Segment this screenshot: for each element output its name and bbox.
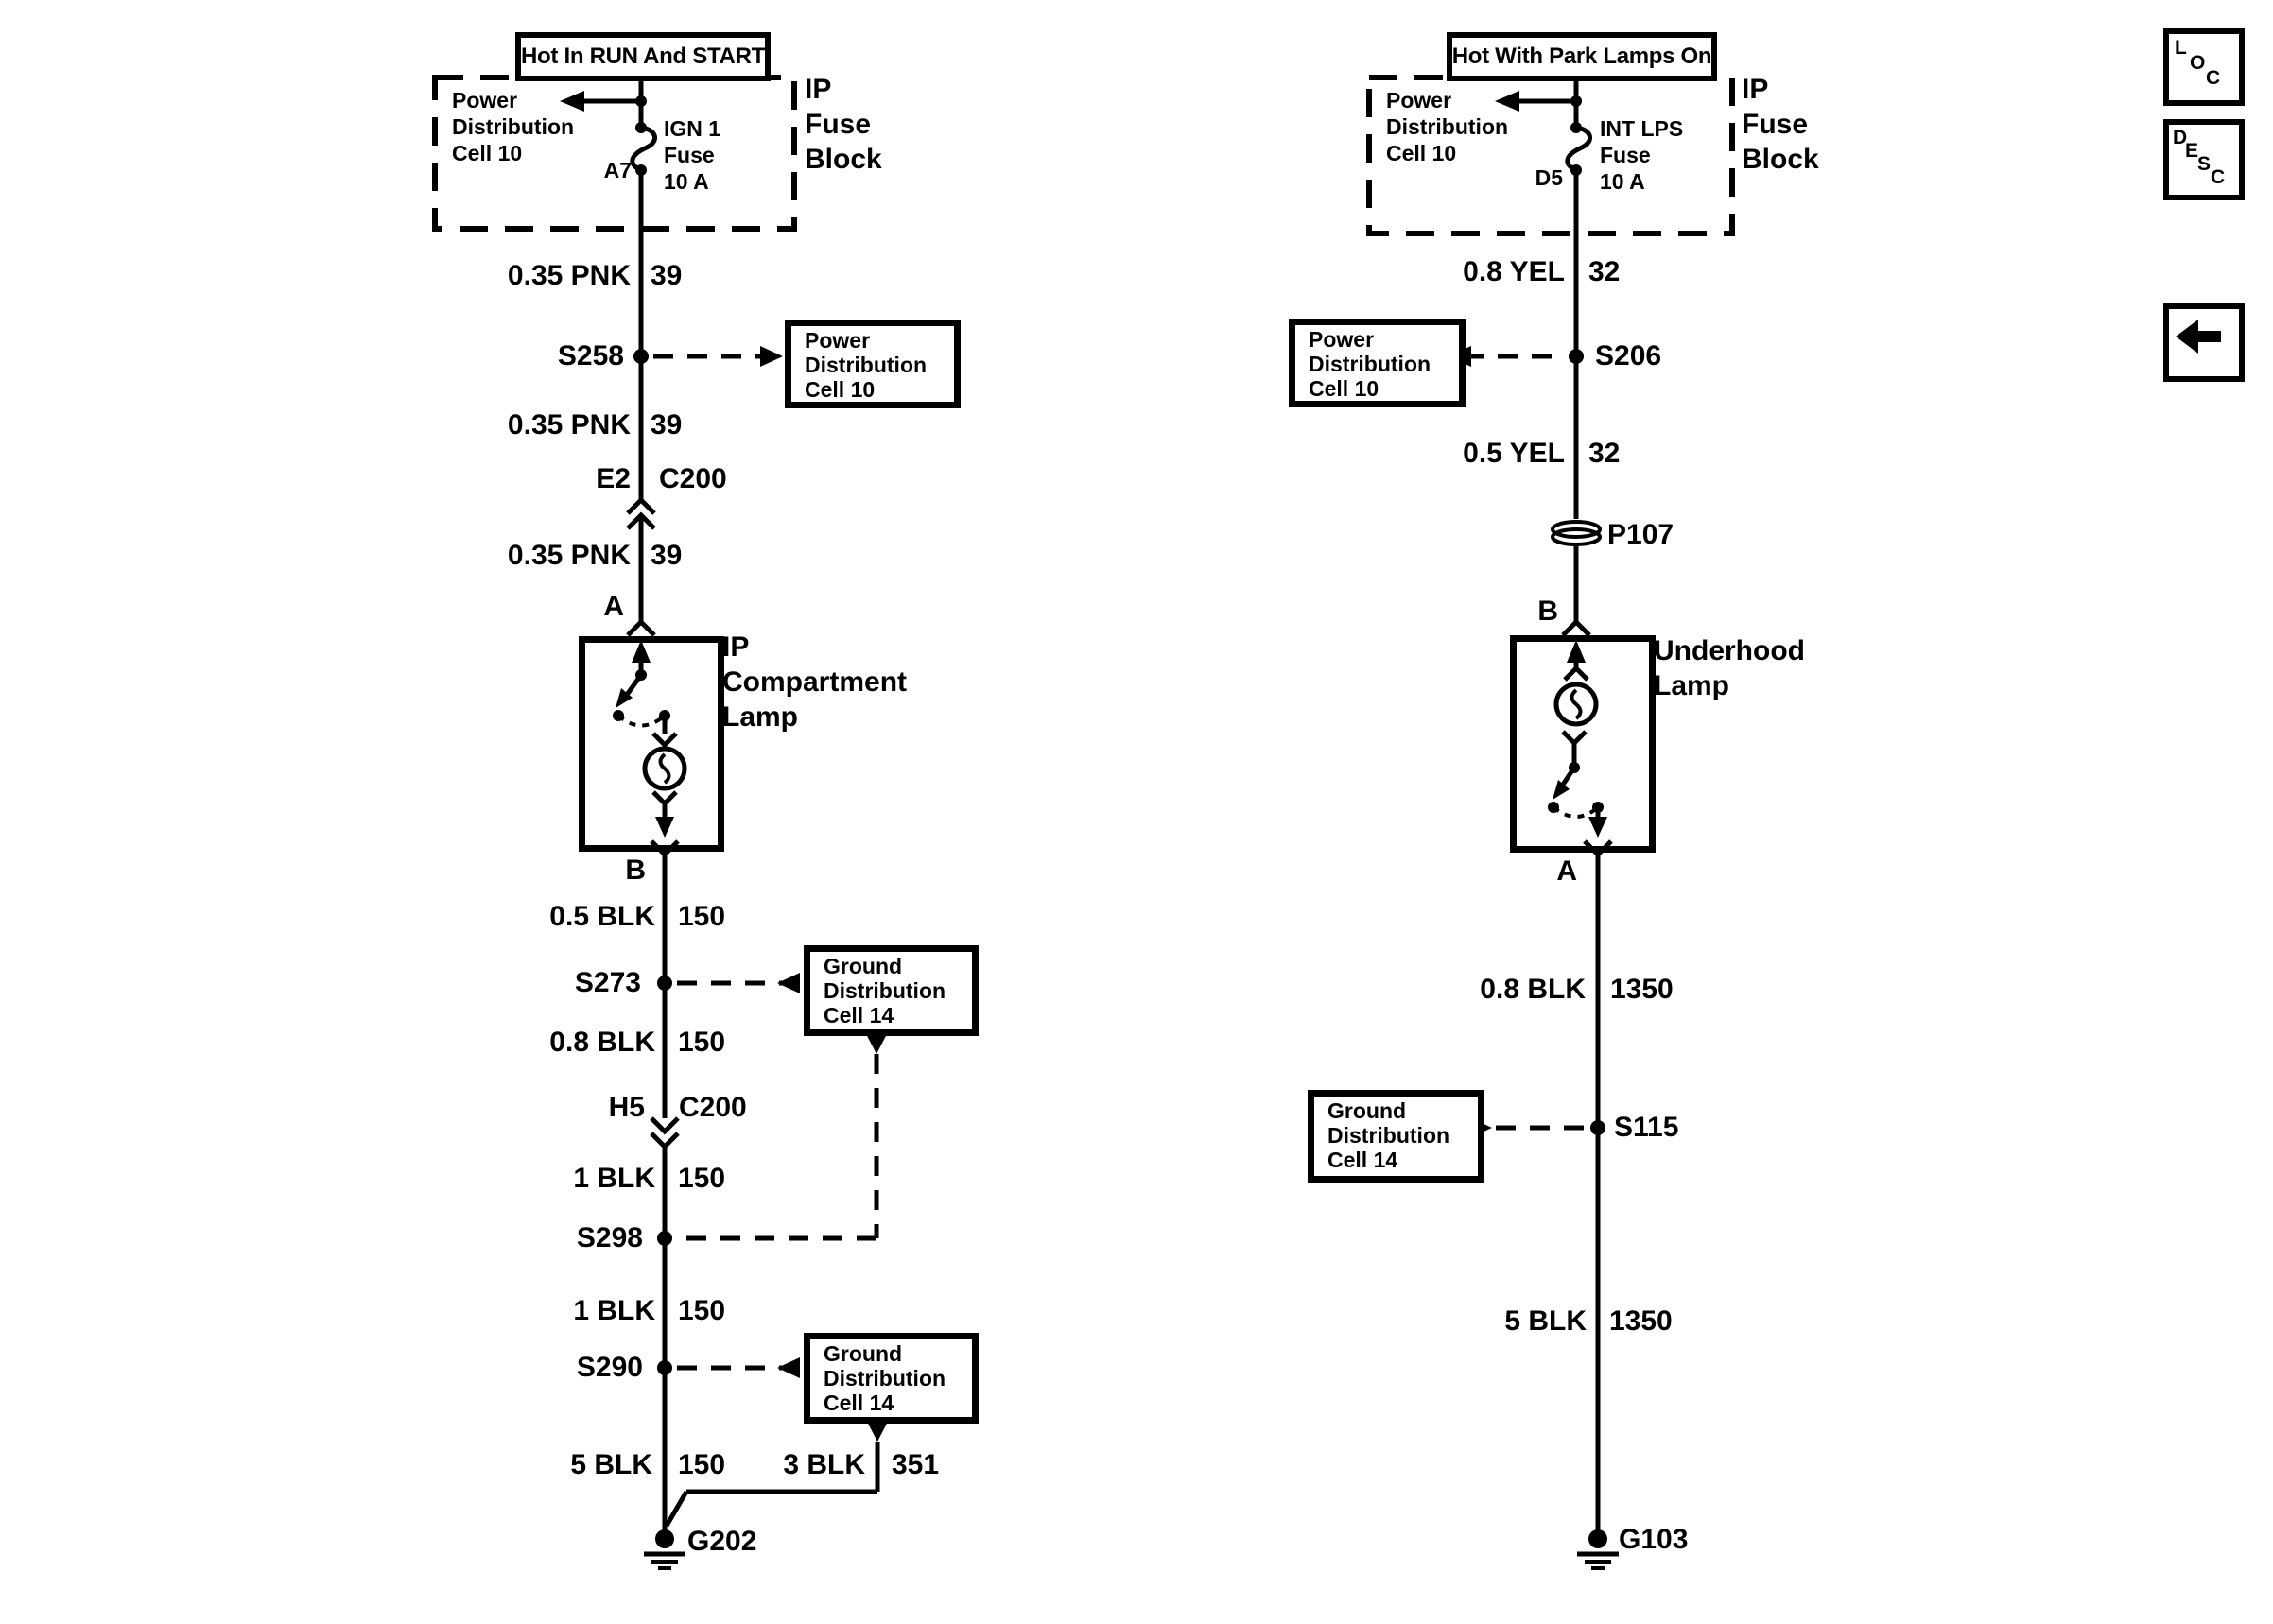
right-ip-fuse-block-label: IP Fuse Block bbox=[1742, 74, 1819, 175]
right-fuse-pin-label: D5 bbox=[1535, 165, 1563, 190]
right-header-label: Hot With Park Lamps On bbox=[1451, 43, 1712, 69]
lamp-pin-b-arrow-right bbox=[1567, 640, 1586, 663]
splice-s258-dot bbox=[633, 349, 649, 364]
ref-box-ground-distribution-1: Ground Distribution Cell 14 bbox=[804, 945, 979, 1036]
left-lamp-pin-bottom-label: B bbox=[625, 855, 646, 886]
grommet-p107-label: P107 bbox=[1607, 519, 1674, 550]
left-wire-1-spec: 0.35 PNK bbox=[507, 260, 631, 291]
splice-s298-dot bbox=[657, 1231, 672, 1246]
left-wire-1-circuit: 39 bbox=[651, 260, 683, 291]
left-lamp-pin-top-label: A bbox=[603, 591, 624, 622]
left-wire-6-circuit: 150 bbox=[678, 1163, 726, 1194]
back-arrow-icon bbox=[2176, 320, 2221, 354]
ground-ref-2-arrow bbox=[866, 1420, 889, 1442]
right-header-box: Hot With Park Lamps On bbox=[1447, 32, 1717, 81]
loc-button[interactable]: L O C bbox=[2163, 28, 2245, 106]
right-circuit-graphics bbox=[1464, 69, 1619, 1570]
ref-box-power-distribution-right: Power Distribution Cell 10 bbox=[1289, 319, 1466, 407]
left-wire-4-spec: 0.5 BLK bbox=[549, 901, 655, 932]
desc-button[interactable]: D E S C bbox=[2163, 119, 2245, 200]
ref-box-ground-distribution-right: Ground Distribution Cell 14 bbox=[1308, 1090, 1484, 1183]
left-wire-6-spec: 1 BLK bbox=[573, 1163, 655, 1194]
splice-s258-label: S258 bbox=[557, 340, 624, 371]
ref-box-power-distribution-left: Power Distribution Cell 10 bbox=[785, 320, 961, 408]
connector-c200-label-bottom: C200 bbox=[679, 1092, 747, 1123]
ground-g103-dot bbox=[1588, 1529, 1607, 1548]
right-wire-1-circuit: 32 bbox=[1588, 256, 1621, 287]
left-wire-4-circuit: 150 bbox=[678, 901, 726, 932]
splice-s115-label: S115 bbox=[1614, 1112, 1679, 1143]
left-wire-9-circuit: 351 bbox=[892, 1449, 940, 1480]
connector-c200-label-top: C200 bbox=[659, 463, 727, 494]
right-fuse-name-label: INT LPS Fuse 10 A bbox=[1600, 116, 1684, 194]
left-ip-fuse-block-label: IP Fuse Block bbox=[805, 74, 882, 175]
ground-g103-label: G103 bbox=[1619, 1524, 1689, 1555]
right-wire-2-spec: 0.5 YEL bbox=[1463, 438, 1565, 469]
right-wire-3-circuit: 1350 bbox=[1610, 974, 1674, 1005]
left-wire-7-circuit: 150 bbox=[678, 1295, 726, 1326]
s258-ref-arrow bbox=[760, 346, 783, 367]
right-wire-1-spec: 0.8 YEL bbox=[1463, 256, 1565, 287]
splice-s273-dot bbox=[657, 976, 672, 991]
left-wire-5-circuit: 150 bbox=[678, 1027, 726, 1058]
right-circuit-fills bbox=[1449, 91, 1607, 1548]
left-fuse-pin-label: A7 bbox=[603, 158, 632, 182]
left-wire-3-circuit: 39 bbox=[651, 540, 683, 571]
back-button[interactable] bbox=[2163, 303, 2245, 382]
splice-s206-dot bbox=[1569, 349, 1584, 364]
left-fuse-name-label: IGN 1 Fuse 10 A bbox=[664, 116, 721, 194]
right-lamp-pin-bottom-label: A bbox=[1556, 855, 1577, 887]
splice-s290-dot bbox=[657, 1360, 672, 1375]
ground-g202-label: G202 bbox=[687, 1526, 757, 1557]
splice-s290-label: S290 bbox=[576, 1352, 643, 1383]
lamp-pin-a-arrow bbox=[632, 640, 651, 663]
right-wire-4-spec: 5 BLK bbox=[1504, 1305, 1587, 1337]
right-lamp-pin-top-label: B bbox=[1537, 596, 1558, 627]
lamp-pin-a-arrow-right bbox=[1588, 817, 1607, 838]
left-wire-3-spec: 0.35 PNK bbox=[507, 540, 631, 571]
ground-g202-dot bbox=[655, 1529, 674, 1548]
underhood-lamp-box bbox=[1510, 635, 1656, 853]
left-circuit-fills bbox=[560, 91, 889, 1548]
ground-ref-1-arrow bbox=[865, 1032, 888, 1054]
ip-compartment-lamp-label: IP Compartment Lamp bbox=[722, 631, 908, 733]
power-feed-arrow-left bbox=[560, 91, 584, 112]
s273-ref-arrow bbox=[777, 973, 800, 993]
right-wire-4-circuit: 1350 bbox=[1609, 1305, 1673, 1337]
power-feed-arrow-right bbox=[1495, 91, 1519, 112]
connector-e2-pin-label: E2 bbox=[596, 463, 631, 494]
splice-s115-dot bbox=[1590, 1120, 1605, 1135]
switch-arm-arrow-left bbox=[616, 688, 633, 708]
splice-s273-label: S273 bbox=[574, 967, 641, 998]
left-wire-9-spec: 3 BLK bbox=[783, 1449, 865, 1480]
splice-s206-label: S206 bbox=[1595, 340, 1662, 371]
left-wire-5-spec: 0.8 BLK bbox=[549, 1027, 655, 1058]
left-wire-2-spec: 0.35 PNK bbox=[507, 409, 631, 441]
left-header-box: Hot In RUN And START bbox=[515, 32, 771, 81]
left-header-label: Hot In RUN And START bbox=[521, 43, 765, 69]
ref-box-ground-distribution-2: Ground Distribution Cell 14 bbox=[804, 1333, 979, 1424]
ip-compartment-lamp-box bbox=[579, 636, 724, 852]
underhood-lamp-label: Underhood Lamp bbox=[1654, 635, 1805, 701]
left-fuse-block-cell-label: Power Distribution Cell 10 bbox=[452, 88, 575, 165]
right-wire-3-spec: 0.8 BLK bbox=[1480, 974, 1586, 1005]
left-wire-8-spec: 5 BLK bbox=[570, 1449, 652, 1480]
left-wire-2-circuit: 39 bbox=[651, 409, 683, 441]
right-fuse-block-cell-label: Power Distribution Cell 10 bbox=[1386, 88, 1509, 165]
left-wire-8-circuit: 150 bbox=[678, 1449, 726, 1480]
connector-h5-pin-label: H5 bbox=[608, 1092, 645, 1123]
splice-s298-label: S298 bbox=[576, 1222, 643, 1253]
switch-arm-arrow-right bbox=[1553, 780, 1570, 800]
s290-ref-arrow bbox=[777, 1357, 800, 1378]
left-wire-7-spec: 1 BLK bbox=[573, 1295, 655, 1326]
lamp-pin-b-arrow bbox=[655, 817, 674, 838]
right-wire-2-circuit: 32 bbox=[1588, 438, 1621, 469]
